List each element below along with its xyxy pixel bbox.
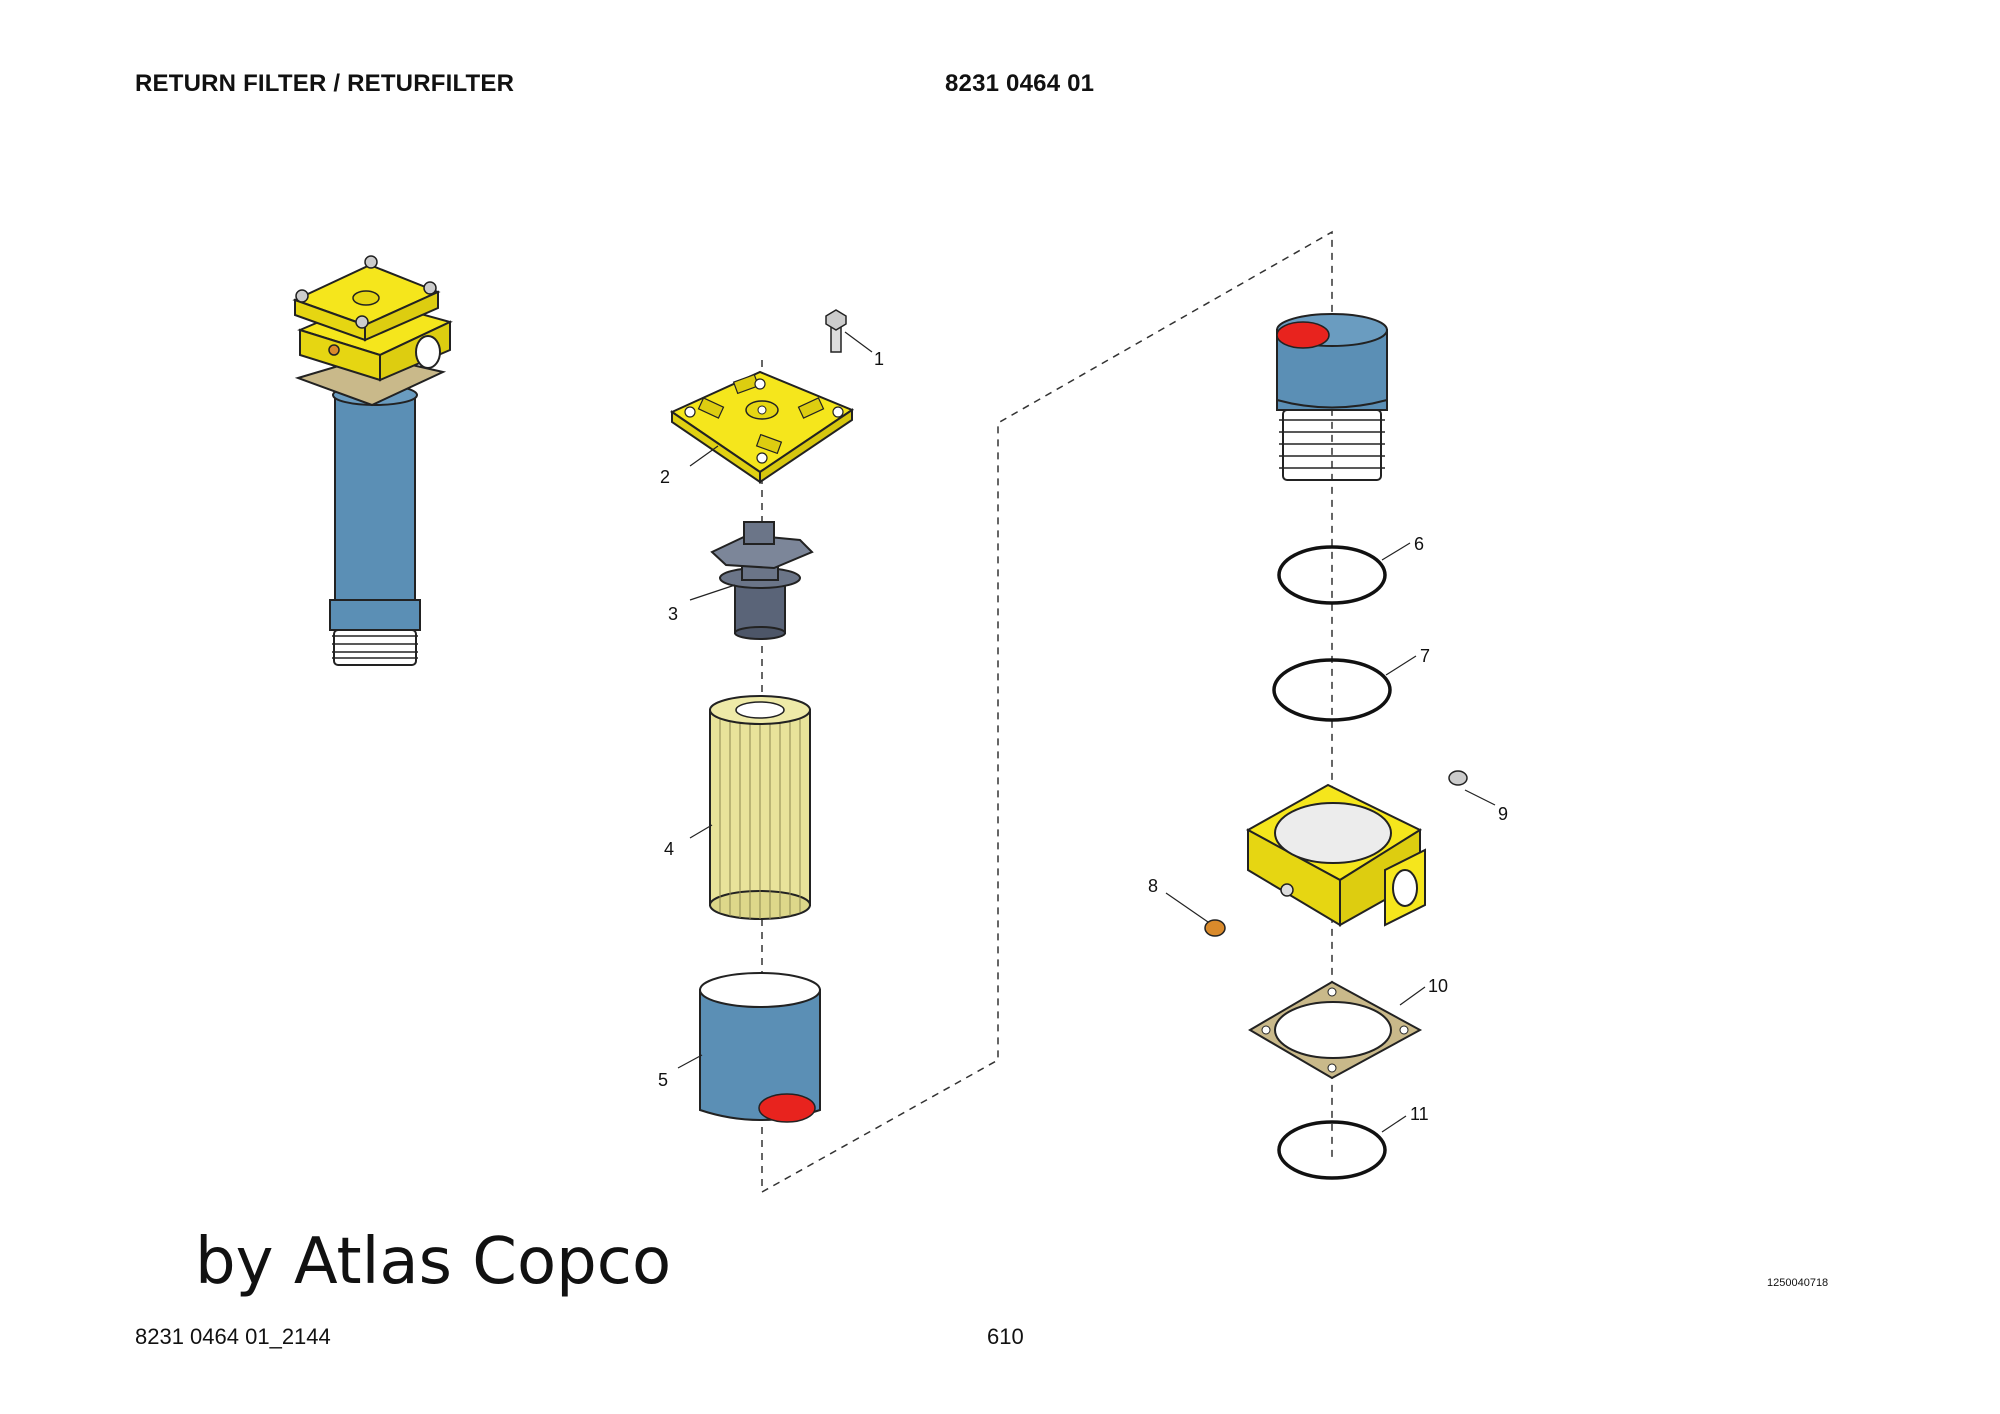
document-reference: 8231 0464 01_2144 xyxy=(135,1324,331,1349)
part-housing xyxy=(1245,783,1426,927)
part-plug xyxy=(1204,919,1226,937)
callout-1: 1 xyxy=(874,349,884,369)
page-title: RETURN FILTER / RETURFILTER xyxy=(135,70,515,97)
callout-10: 10 xyxy=(1428,976,1448,996)
callout-3: 3 xyxy=(668,604,678,624)
part-cover xyxy=(669,370,855,484)
callout-11: 11 xyxy=(1410,1104,1429,1124)
part-o-ring-11 xyxy=(1277,1120,1387,1180)
assembly-guide-lines xyxy=(761,230,1333,1193)
image-reference: 1250040718 xyxy=(1767,1277,1829,1289)
leader-lines xyxy=(677,331,1496,1133)
callout-2: 2 xyxy=(660,467,670,487)
part-gasket xyxy=(1248,980,1423,1080)
assembled-filter xyxy=(292,255,453,666)
callout-numbers: 1 2 3 4 5 6 7 8 9 10 11 xyxy=(658,349,1508,1124)
callout-6: 6 xyxy=(1414,534,1424,554)
callout-7: 7 xyxy=(1420,646,1430,666)
callout-8: 8 xyxy=(1148,876,1158,896)
callout-5: 5 xyxy=(658,1070,668,1090)
part-number: 8231 0464 01 xyxy=(945,70,1095,97)
callout-4: 4 xyxy=(664,839,674,859)
page-number: 610 xyxy=(987,1324,1024,1349)
part-o-ring-7 xyxy=(1272,658,1392,722)
part-bolt xyxy=(825,309,847,353)
watermark-text: by Atlas Copco xyxy=(195,1225,672,1299)
part-o-ring-6 xyxy=(1277,545,1387,605)
part-bowl-assembled xyxy=(1276,313,1388,481)
part-filter-bowl xyxy=(699,972,821,1123)
callout-9: 9 xyxy=(1498,804,1508,824)
part-screw xyxy=(1448,770,1468,786)
part-bypass-insert xyxy=(710,521,814,640)
part-filter-element xyxy=(709,695,811,920)
